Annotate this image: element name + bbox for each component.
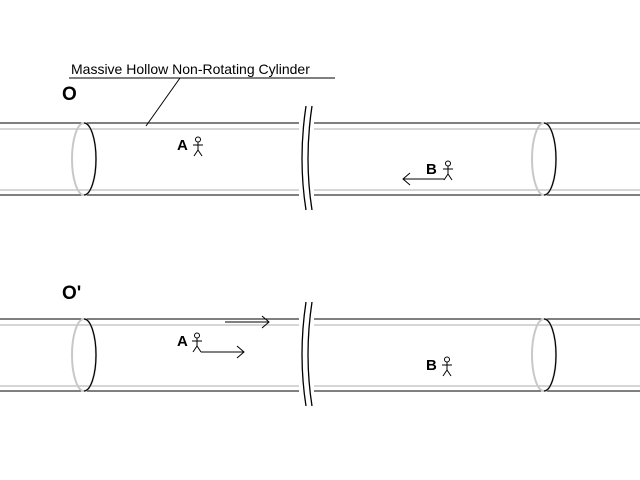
cylinder-top-left-rim — [71, 122, 97, 196]
observer-a-top: A — [177, 136, 203, 157]
frame-o: O — [0, 84, 640, 212]
observer-a-bottom: A — [177, 332, 245, 359]
cylinder-title: Massive Hollow Non-Rotating Cylinder — [71, 61, 310, 77]
observer-a-top-label: A — [177, 137, 188, 154]
cylinder-top-right-rim — [531, 122, 557, 196]
cylinder-bottom — [0, 301, 640, 408]
observer-b-bottom-label: B — [426, 357, 437, 374]
right-arrow-icon — [225, 315, 270, 329]
cylinder-bottom-break-mark — [299, 301, 314, 408]
cylinder-top — [0, 105, 640, 212]
stick-figure-icon — [192, 332, 202, 353]
cylinder-bottom-left-rim — [71, 318, 97, 392]
frame-o-prime-label: O' — [62, 283, 81, 304]
title-leader-line — [145, 77, 181, 127]
observer-b-bottom: B — [426, 356, 452, 377]
right-arrow-icon — [201, 345, 245, 359]
observer-b-top: B — [402, 160, 453, 186]
frame-o-label: O — [62, 84, 77, 105]
left-arrow-icon — [402, 172, 444, 186]
cylinder-bottom-right-rim — [531, 318, 557, 392]
stick-figure-icon — [193, 136, 203, 157]
stick-figure-icon — [443, 160, 453, 181]
frame-o-prime: O' — [0, 283, 640, 408]
observer-b-top-label: B — [426, 161, 437, 178]
title-callout: Massive Hollow Non-Rotating Cylinder — [69, 61, 335, 127]
stick-figure-icon — [442, 356, 452, 377]
cylinder-top-break-mark — [299, 105, 314, 212]
observer-a-bottom-label: A — [177, 333, 188, 350]
